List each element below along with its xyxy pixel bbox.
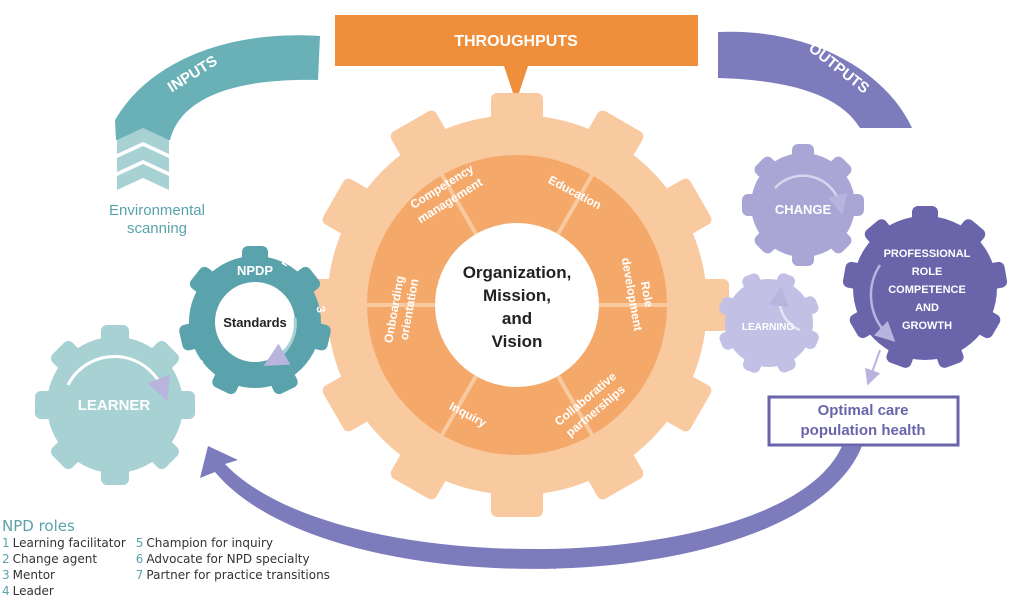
professional-line-5: GROWTH	[902, 320, 952, 332]
center-title-3: and	[502, 309, 532, 328]
change-gear	[742, 144, 864, 266]
npdp-number-6: 6	[191, 358, 207, 369]
center-title-1: Organization,	[463, 263, 572, 282]
feedback-loop-label: Feedback loop	[463, 553, 561, 570]
npdp-number-4: 4	[302, 360, 318, 371]
ring-divider	[439, 172, 478, 235]
gear-tooth	[322, 373, 374, 432]
professional-gear	[842, 206, 1008, 368]
gear-tooth	[390, 110, 449, 162]
learner-gear	[35, 325, 195, 485]
legend-title: NPD roles	[2, 517, 75, 535]
ring-divider	[439, 375, 478, 438]
change-label: CHANGE	[775, 202, 832, 217]
learning-label: LEARNING	[742, 322, 794, 333]
gear-tooth	[660, 178, 712, 237]
npdp-gear	[179, 246, 331, 395]
learning-gear	[719, 273, 819, 373]
outputs-arrow	[718, 31, 912, 128]
gear-tooth	[660, 373, 712, 432]
center-gear	[305, 93, 729, 517]
gear-tooth	[585, 110, 644, 162]
feedback-loop-arrow	[200, 446, 862, 569]
optimal-care-line1: Optimal care	[818, 402, 909, 419]
center-title-4: Vision	[492, 332, 543, 351]
inputs-arrow	[115, 35, 320, 140]
professional-to-box-arrow	[865, 349, 881, 386]
learner-label: LEARNER	[78, 397, 151, 414]
ring-divider	[556, 375, 595, 438]
optimal-care-box	[767, 395, 960, 447]
gear-tooth	[390, 448, 449, 500]
throughputs-banner	[335, 15, 698, 102]
npdp-standards: Standards	[223, 315, 287, 330]
segment-role-1: Role	[638, 280, 656, 308]
professional-line-4: AND	[915, 302, 939, 314]
optimal-care-line2: population health	[801, 422, 926, 439]
npdp-number-3: 3	[313, 305, 328, 314]
environmental-scanning-line1: Environmental	[109, 202, 205, 219]
npdp-number-7: 7	[175, 299, 191, 310]
npdp-number-5: 5	[249, 385, 256, 399]
npdp-title: NPDP	[237, 263, 273, 278]
professional-line-2: ROLE	[912, 266, 943, 278]
professional-line-3: COMPETENCE	[888, 284, 966, 296]
npdp-number-1: 1	[219, 252, 226, 266]
center-title-2: Mission,	[483, 286, 551, 305]
throughputs-label: THROUGHPUTS	[454, 33, 578, 50]
environmental-scanning-line2: scanning	[127, 220, 187, 237]
ring-divider	[556, 172, 595, 235]
gear-tooth	[585, 448, 644, 500]
professional-line-1: PROFESSIONAL	[884, 248, 971, 260]
inputs-chevrons	[117, 128, 169, 190]
gear-tooth	[322, 178, 374, 237]
